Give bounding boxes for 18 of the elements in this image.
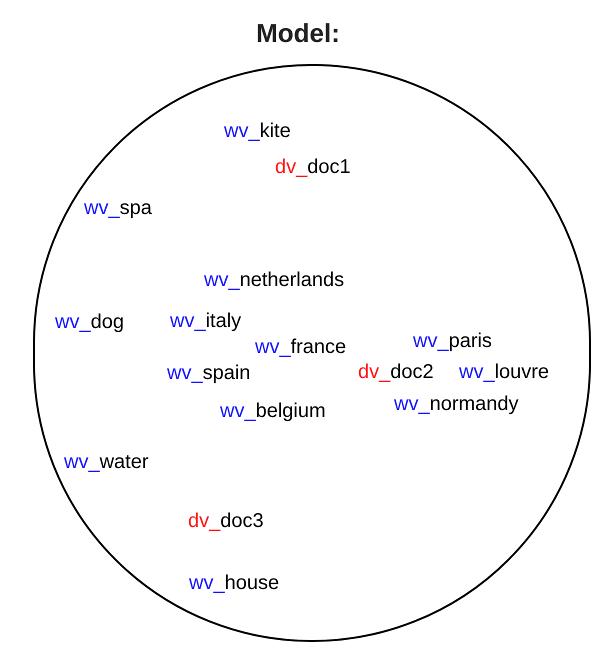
vector-label: wv_house — [189, 571, 280, 595]
vector-label: wv_paris — [413, 329, 492, 353]
vector-label: wv_dog — [55, 310, 124, 334]
vector-label: wv_spain — [167, 361, 250, 385]
vector-label: wv_normandy — [394, 392, 519, 416]
vector-label: wv_kite — [224, 119, 291, 143]
vector-label: wv_louvre — [459, 360, 550, 384]
vector-label: dv_doc3 — [188, 509, 264, 533]
vector-label: wv_italy — [170, 309, 242, 333]
vector-label: wv_netherlands — [204, 268, 344, 292]
vector-label: dv_doc2 — [358, 360, 434, 384]
vector-label: wv_belgium — [220, 399, 326, 423]
title: Model: — [255, 17, 341, 50]
vector-label: wv_water — [64, 450, 148, 474]
vector-label: dv_doc1 — [275, 155, 351, 179]
vector-label: wv_spa — [84, 196, 152, 220]
circle-outline — [33, 64, 591, 642]
vector-label: wv_france — [255, 335, 346, 359]
